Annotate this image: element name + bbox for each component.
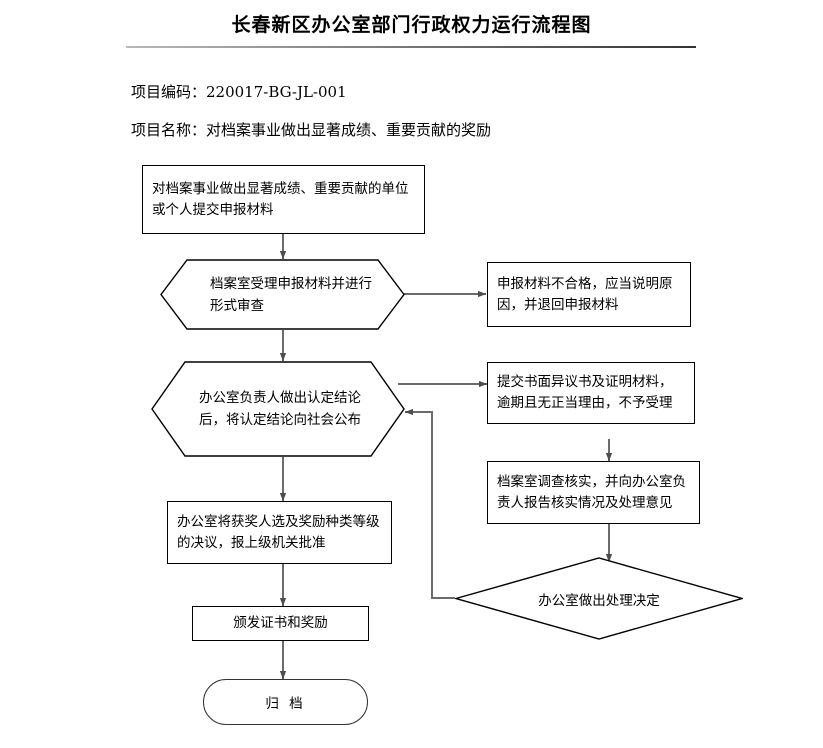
hexagon-shape xyxy=(151,361,405,457)
node-archive-terminator[interactable]: 归 档 xyxy=(203,679,368,725)
project-code-line: 项目编码：220017-BG-JL-001 xyxy=(131,83,347,101)
node-label: 办公室负责人做出认定结论后，将认定结论向社会公布 xyxy=(199,390,361,428)
project-name-line: 项目名称：对档案事业做出显著成绩、重要贡献的奖励 xyxy=(131,121,492,139)
node-label: 申报材料不合格，应当说明原因，并退回申报材料 xyxy=(497,275,673,313)
hexagon-shape xyxy=(160,259,405,330)
node-accept-and-formal-review[interactable]: 档案室受理申报材料并进行形式审查 xyxy=(160,259,405,330)
page-title: 长春新区办公室部门行政权力运行流程图 xyxy=(231,14,592,36)
diamond-shape xyxy=(455,557,743,640)
node-label: 档案室调查核实，并向办公室负责人报告核实情况及处理意见 xyxy=(497,473,686,511)
node-investigate-and-report[interactable]: 档案室调查核实，并向办公室负责人报告核实情况及处理意见 xyxy=(487,461,700,524)
node-make-and-publish-conclusion[interactable]: 办公室负责人做出认定结论后，将认定结论向社会公布 xyxy=(151,361,405,457)
edge-n8-n4 xyxy=(404,408,455,599)
node-label: 办公室做出处理决定 xyxy=(538,592,660,609)
node-label: 提交书面异议书及证明材料，逾期且无正当理由，不予受理 xyxy=(497,374,673,411)
node-office-handling-decision[interactable]: 办公室做出处理决定 xyxy=(455,557,743,640)
node-submit-written-objection[interactable]: 提交书面异议书及证明材料，逾期且无正当理由，不予受理 xyxy=(487,362,695,424)
node-reject-and-return-materials[interactable]: 申报材料不合格，应当说明原因，并退回申报材料 xyxy=(487,262,691,327)
title-divider xyxy=(126,46,696,48)
node-report-resolution-for-approval[interactable]: 办公室将获奖人选及奖励种类等级的决议，报上级机关批准 xyxy=(167,501,392,564)
node-label: 对档案事业做出显著成绩、重要贡献的单位或个人提交申报材料 xyxy=(152,180,409,218)
node-label: 档案室受理申报材料并进行形式审查 xyxy=(210,275,372,314)
node-issue-certificate-and-award[interactable]: 颁发证书和奖励 xyxy=(192,606,369,641)
node-label: 归 档 xyxy=(265,696,306,712)
node-submit-application[interactable]: 对档案事业做出显著成绩、重要贡献的单位或个人提交申报材料 xyxy=(142,165,425,234)
node-label: 颁发证书和奖励 xyxy=(233,615,328,631)
node-label: 办公室将获奖人选及奖励种类等级的决议，报上级机关批准 xyxy=(177,513,380,551)
